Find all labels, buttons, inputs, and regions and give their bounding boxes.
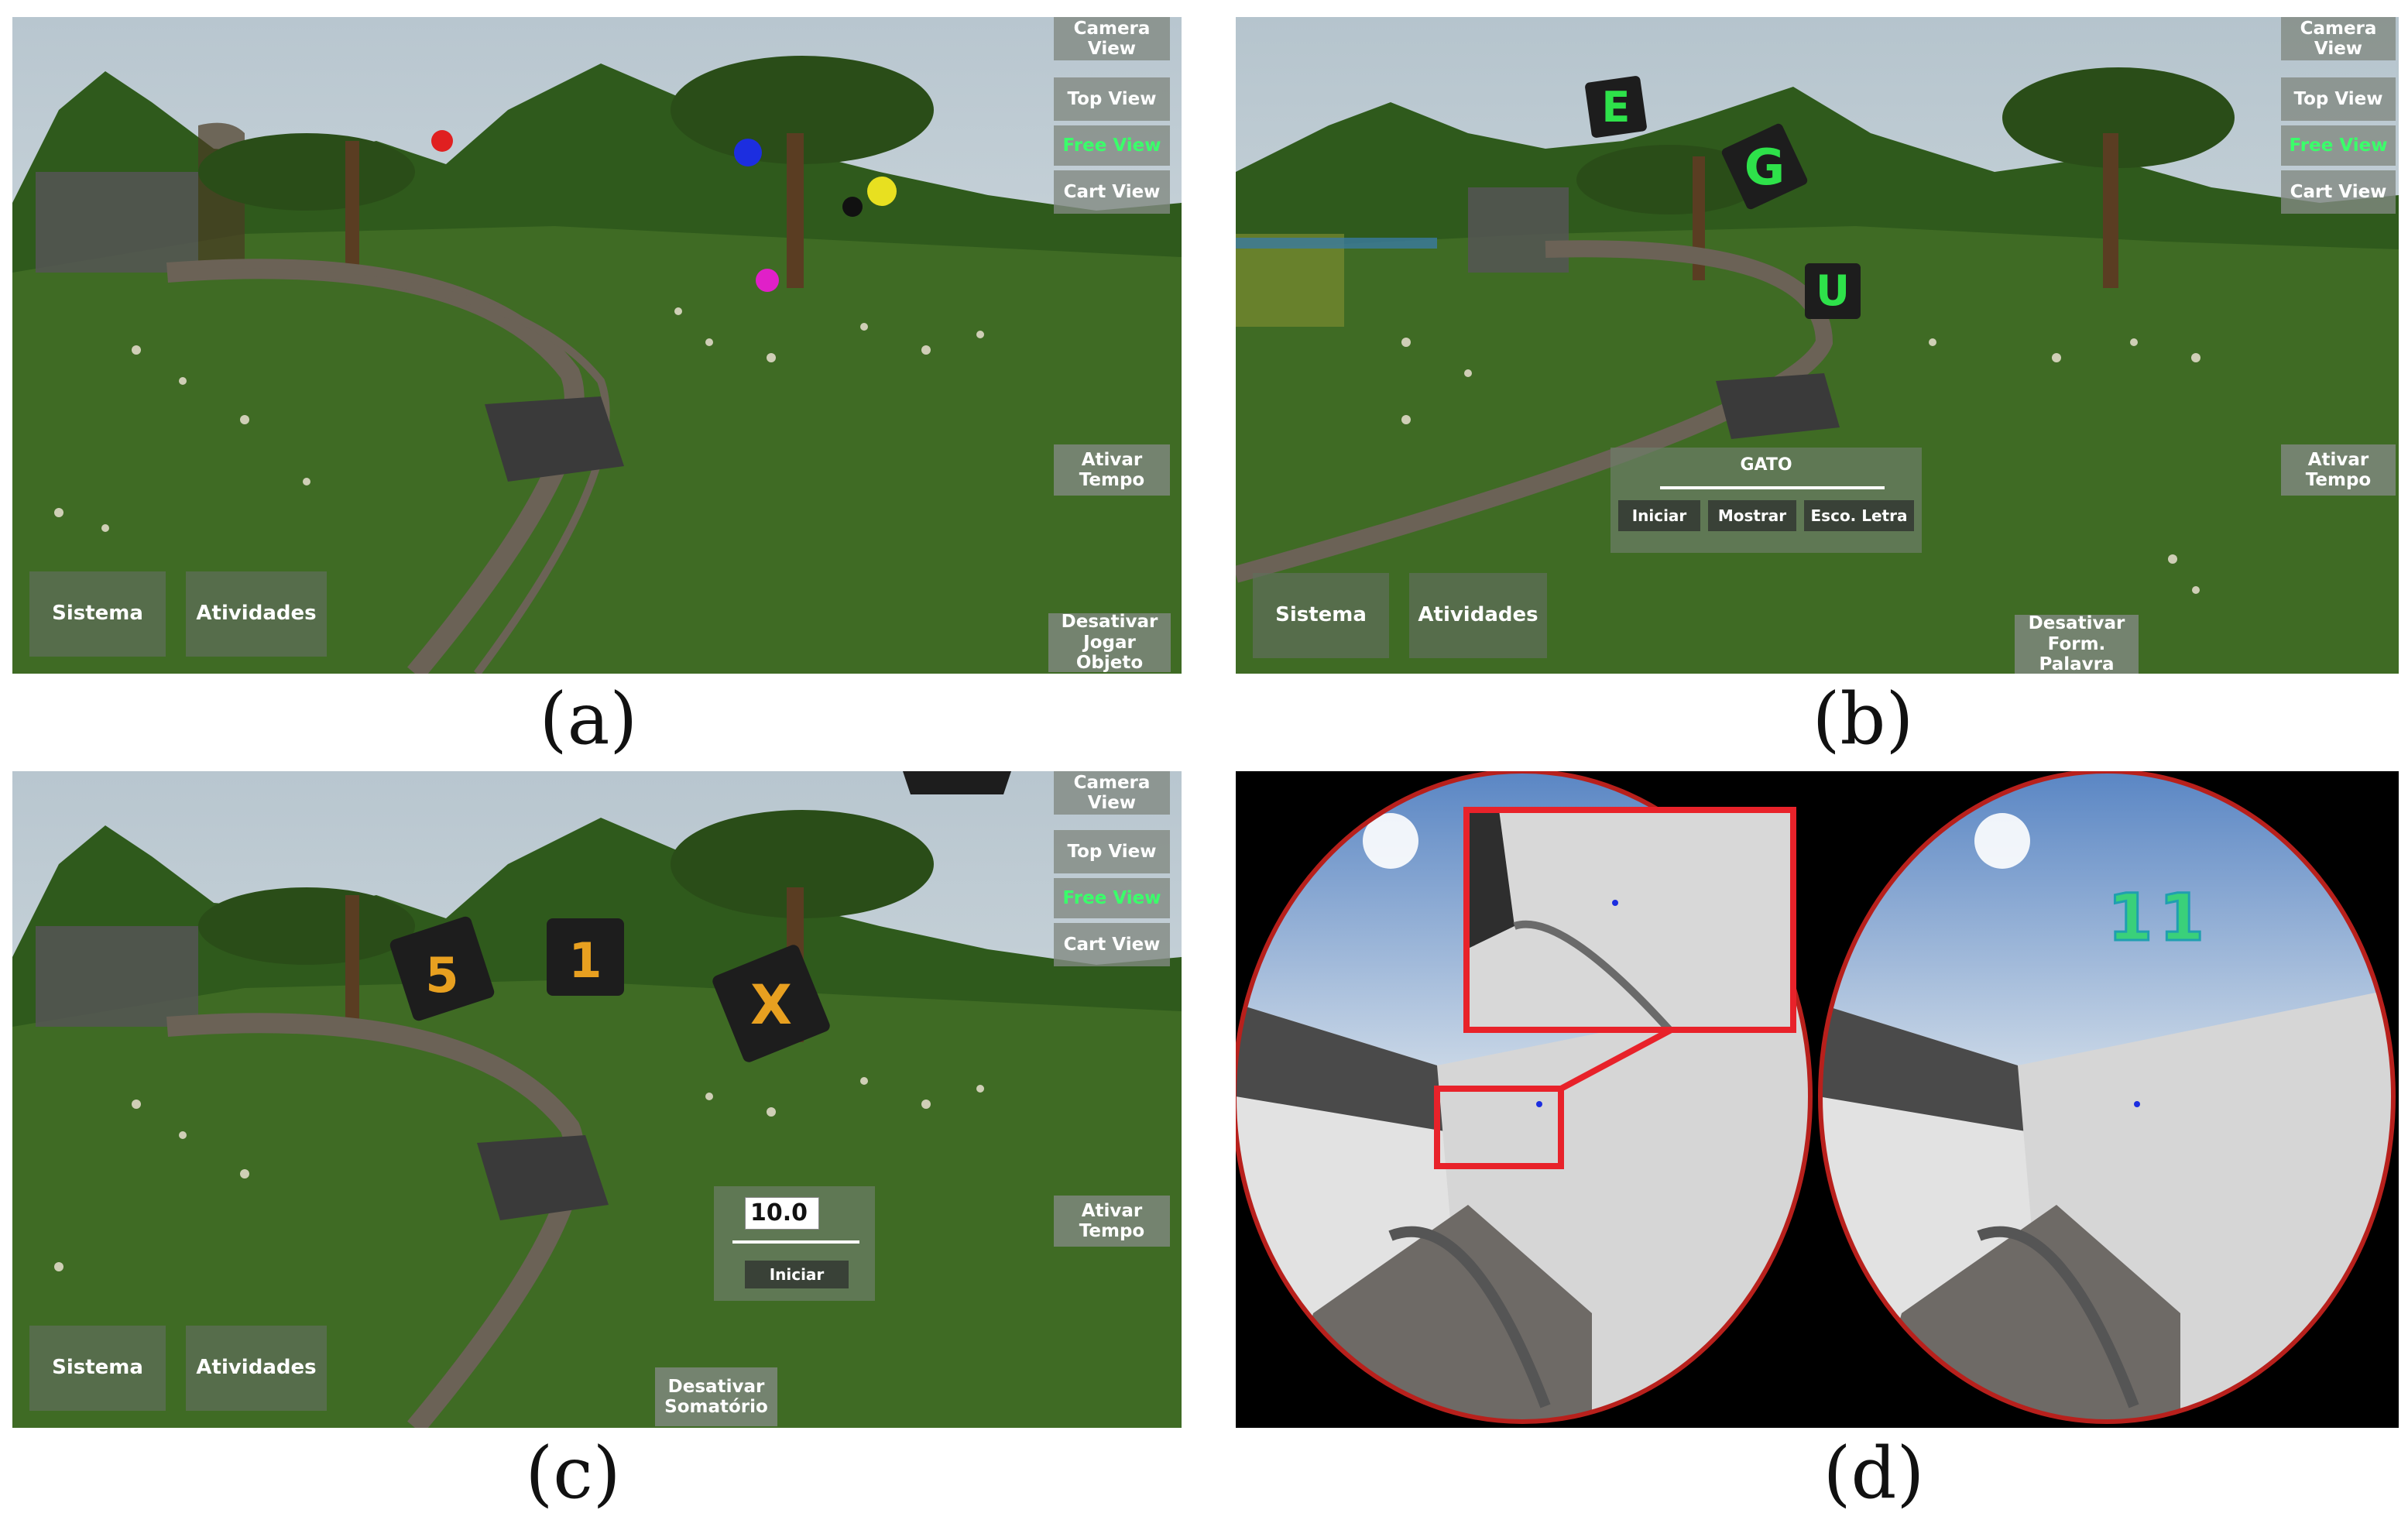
deactivate-sum-button[interactable]: Desativar Somatório xyxy=(655,1367,777,1426)
word-formation-label: Form. Palavra xyxy=(2039,633,2115,674)
camera-view-button[interactable]: Camera View xyxy=(1054,17,1170,60)
deactivate-word-formation-button[interactable]: Desativar Form. Palavra xyxy=(2015,613,2139,674)
activities-menu-button[interactable]: Atividades xyxy=(186,1326,327,1411)
system-menu-button[interactable]: Sistema xyxy=(29,571,166,657)
panel-a-landscape xyxy=(12,17,1182,674)
start-button[interactable]: Iniciar xyxy=(745,1261,849,1288)
system-menu-button[interactable]: Sistema xyxy=(29,1326,166,1411)
cart-view-button[interactable]: Cart View xyxy=(1054,170,1170,214)
letter-cube-u-label: U xyxy=(1816,266,1850,315)
number-cube-5: 5 xyxy=(389,916,495,1021)
letter-cube-e: E xyxy=(1585,76,1647,138)
number-cube-1: 1 xyxy=(547,918,624,996)
caption-b: (b) xyxy=(1812,678,1914,760)
caption-a: (a) xyxy=(539,678,638,760)
time-value-input[interactable]: 10.0 xyxy=(745,1197,819,1230)
system-menu-button[interactable]: Sistema xyxy=(1253,573,1389,658)
caption-c: (c) xyxy=(525,1432,621,1513)
start-button[interactable]: Iniciar xyxy=(1618,500,1700,531)
zoom-connector-line xyxy=(1559,1024,1679,1092)
deactivate-throw-object-button[interactable]: Desativar Jogar Objeto xyxy=(1048,612,1171,674)
camera-view-button[interactable]: Camera View xyxy=(1054,771,1170,815)
panel-c-landscape: 5 1 X xyxy=(12,771,1182,1428)
zoom-inset xyxy=(1463,807,1796,1033)
letter-cube-g-label: G xyxy=(1744,139,1785,197)
activate-timer-button[interactable]: Ativar Tempo xyxy=(2281,444,2396,496)
letter-cube-u: U xyxy=(1805,263,1861,319)
operator-cube-x: X xyxy=(712,945,830,1062)
free-view-button[interactable]: Free View xyxy=(2281,125,2396,166)
time-underline xyxy=(732,1240,859,1244)
panel-b-scene: E G U Camera View Top View Free View Car… xyxy=(1236,17,2399,674)
free-view-button[interactable]: Free View xyxy=(1054,878,1170,918)
word-formation-panel: GATO Iniciar Mostrar Esco. Letra xyxy=(1610,448,1922,553)
activities-menu-button[interactable]: Atividades xyxy=(186,571,327,657)
panel-a-scene: Camera View Top View Free View Cart View… xyxy=(12,17,1182,674)
target-word: GATO xyxy=(1740,455,1792,475)
activities-menu-button[interactable]: Atividades xyxy=(1409,573,1547,658)
activate-timer-button[interactable]: Ativar Tempo xyxy=(1054,444,1170,496)
sum-timer-panel: 10.0 Iniciar xyxy=(714,1186,875,1301)
panel-d-stereo-lenses xyxy=(1236,771,2396,1424)
top-view-button[interactable]: Top View xyxy=(2281,77,2396,121)
sum-label: Somatório xyxy=(664,1397,768,1417)
word-underline xyxy=(1660,486,1885,489)
top-view-button[interactable]: Top View xyxy=(1054,830,1170,873)
vr-counter-digits: 11 xyxy=(2107,879,2211,957)
throw-object-label: Jogar Objeto xyxy=(1075,632,1144,674)
caption-d: (d) xyxy=(1823,1432,1925,1513)
cart-view-button[interactable]: Cart View xyxy=(2281,170,2396,214)
choose-letter-button[interactable]: Esco. Letra xyxy=(1804,500,1914,531)
operator-cube-x-label: X xyxy=(750,973,792,1037)
top-view-button[interactable]: Top View xyxy=(1054,77,1170,121)
deactivate-label: Desativar xyxy=(1061,612,1158,633)
panel-c-scene: 5 1 X Camera View Top View Free View Car… xyxy=(12,771,1182,1428)
cart-view-button[interactable]: Cart View xyxy=(1054,923,1170,966)
deactivate-label: Desativar xyxy=(2028,613,2125,634)
zoom-source-box xyxy=(1434,1086,1564,1169)
number-cube-5-label: 5 xyxy=(425,947,458,1004)
activate-timer-button[interactable]: Ativar Tempo xyxy=(1054,1196,1170,1247)
number-cube-1-label: 1 xyxy=(568,932,602,989)
show-button[interactable]: Mostrar xyxy=(1708,500,1796,531)
free-view-button[interactable]: Free View xyxy=(1054,125,1170,166)
panel-d-vr-view: 11 xyxy=(1236,771,2399,1428)
deactivate-label: Desativar xyxy=(667,1376,765,1397)
letter-cube-g: G xyxy=(1721,123,1808,210)
letter-cube-e-label: E xyxy=(1602,83,1631,132)
camera-view-button[interactable]: Camera View xyxy=(2281,17,2396,60)
